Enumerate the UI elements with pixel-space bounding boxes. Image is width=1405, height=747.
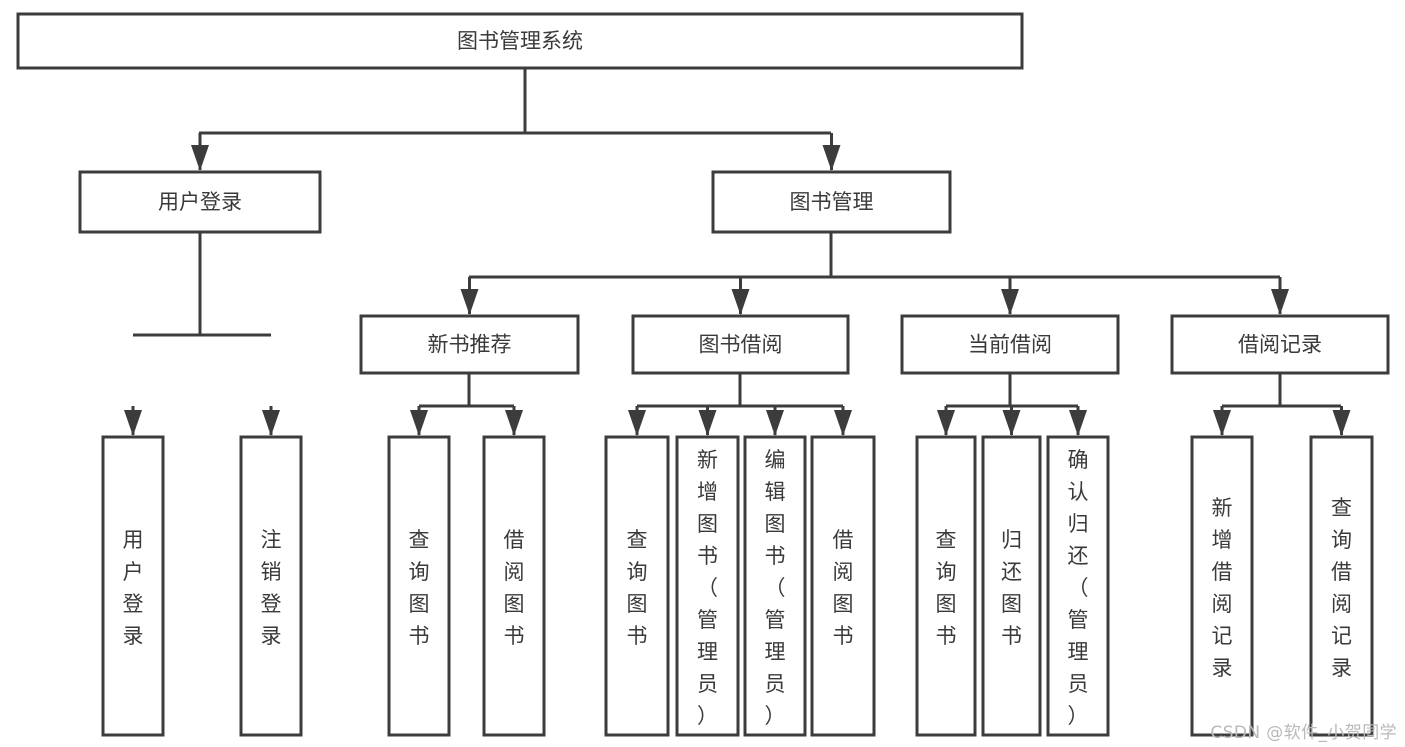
arrow-head-icon	[505, 410, 523, 436]
node-label: 查询图书	[627, 528, 648, 648]
node-box-outline	[359, 314, 580, 375]
arrow-head-icon	[460, 289, 479, 315]
node-root-0[interactable]: 图书管理系统	[16, 12, 1024, 70]
node-label: 新增图书（管理员）	[697, 448, 718, 728]
node-leaf-10[interactable]: 确认归还（管理员）	[1046, 435, 1110, 737]
node-label: 归还图书	[1001, 528, 1022, 648]
node-leaf-5[interactable]: 新增图书（管理员）	[675, 435, 740, 737]
node-label: 借阅图书	[833, 528, 854, 648]
node-leaf-3[interactable]: 借阅图书	[482, 435, 546, 737]
arrow-head-icon	[1069, 410, 1087, 436]
node-leaf-0[interactable]: 用户登录	[101, 435, 165, 737]
arrow-head-icon	[698, 410, 717, 436]
node-box-outline	[78, 170, 322, 234]
node-leaf-4[interactable]: 查询图书	[604, 435, 670, 737]
node-box-outline	[631, 314, 850, 375]
node-box-outline	[1046, 435, 1110, 737]
node-box-outline	[101, 435, 165, 737]
node-label: 图书管理系统	[457, 29, 583, 53]
arrow-head-icon	[1271, 289, 1289, 315]
arrow-head-icon	[628, 410, 646, 436]
node-box-outline	[981, 435, 1042, 737]
node-leaf-7[interactable]: 借阅图书	[810, 435, 876, 737]
node-label: 用户登录	[158, 190, 242, 214]
arrow-head-icon	[124, 410, 142, 436]
arrow-head-icon	[834, 410, 852, 436]
arrow-head-icon	[766, 410, 784, 436]
node-box-outline	[711, 170, 952, 234]
node-box-outline	[482, 435, 546, 737]
node-label: 借阅图书	[504, 528, 525, 648]
node-level2-1[interactable]: 图书管理	[711, 170, 952, 234]
node-label: 新书推荐	[428, 333, 512, 357]
node-label: 注销登录	[261, 528, 282, 648]
arrow-head-icon	[822, 145, 841, 171]
node-leaf-8[interactable]: 查询图书	[915, 435, 977, 737]
node-label: 借阅记录	[1238, 333, 1322, 357]
nodes-layer: 图书管理系统用户登录图书管理新书推荐图书借阅当前借阅借阅记录用户登录注销登录查询…	[16, 12, 1390, 737]
node-box-outline	[1309, 435, 1374, 737]
node-box-outline	[810, 435, 876, 737]
arrow-head-icon	[191, 145, 209, 171]
node-label: 用户登录	[123, 528, 144, 648]
node-box-outline	[743, 435, 807, 737]
node-box-outline	[1190, 435, 1254, 737]
node-box-outline	[675, 435, 740, 737]
node-label: 查询借阅记录	[1331, 496, 1352, 680]
node-leaf-11[interactable]: 新增借阅记录	[1190, 435, 1254, 737]
node-level2-0[interactable]: 用户登录	[78, 170, 322, 234]
node-label: 当前借阅	[968, 333, 1052, 357]
node-level3-3[interactable]: 借阅记录	[1170, 314, 1390, 375]
node-leaf-12[interactable]: 查询借阅记录	[1309, 435, 1374, 737]
arrow-head-icon	[1332, 410, 1351, 436]
node-box-outline	[604, 435, 670, 737]
connectors-layer	[124, 68, 1351, 436]
arrow-head-icon	[1001, 289, 1019, 315]
node-box-outline	[1170, 314, 1390, 375]
node-box-outline	[900, 314, 1120, 375]
node-level3-0[interactable]: 新书推荐	[359, 314, 580, 375]
arrow-head-icon	[1002, 410, 1021, 436]
node-box-outline	[239, 435, 303, 737]
arrow-head-icon	[937, 410, 955, 436]
node-level3-1[interactable]: 图书借阅	[631, 314, 850, 375]
node-leaf-2[interactable]: 查询图书	[387, 435, 451, 737]
arrow-head-icon	[1213, 410, 1231, 436]
node-label: 查询图书	[409, 528, 430, 648]
node-label: 图书借阅	[699, 333, 783, 357]
arrow-head-icon	[262, 410, 280, 436]
node-label: 编辑图书（管理员）	[765, 448, 786, 728]
node-label: 查询图书	[936, 528, 957, 648]
node-label: 新增借阅记录	[1212, 496, 1233, 680]
node-box-outline	[16, 12, 1024, 70]
node-level3-2[interactable]: 当前借阅	[900, 314, 1120, 375]
csdn-watermark: CSDN @软件_小贺同学	[1210, 723, 1397, 743]
arrow-head-icon	[731, 289, 750, 315]
node-leaf-1[interactable]: 注销登录	[239, 435, 303, 737]
node-leaf-9[interactable]: 归还图书	[981, 435, 1042, 737]
node-box-outline	[387, 435, 451, 737]
node-label: 图书管理	[790, 190, 874, 214]
node-leaf-6[interactable]: 编辑图书（管理员）	[743, 435, 807, 737]
arrow-head-icon	[410, 410, 428, 436]
node-box-outline	[915, 435, 977, 737]
node-label: 确认归还（管理员）	[1068, 448, 1089, 728]
